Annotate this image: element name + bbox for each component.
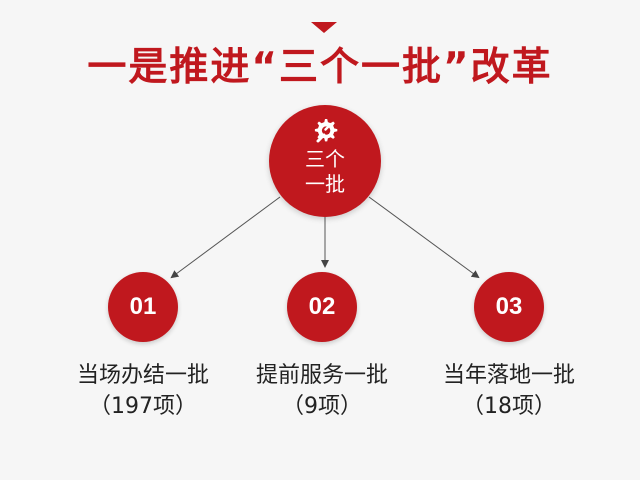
caption-03-label: 当年落地一批 — [442, 363, 575, 388]
connector-arrow-left — [170, 196, 281, 279]
page-title: 一是推进“三个一批”改革 — [87, 45, 553, 90]
caption-01-label: 当场办结一批 — [76, 363, 209, 388]
caption-02-count: （9项） — [282, 394, 362, 419]
node-02: 02 — [287, 272, 357, 342]
caption-03-count: （18项） — [462, 394, 556, 419]
node-03: 03 — [474, 272, 544, 342]
node-01: 01 — [108, 272, 178, 342]
center-node: 三个 一批 — [269, 105, 381, 217]
center-label: 三个 一批 — [305, 147, 345, 196]
caption-02-label: 提前服务一批 — [255, 363, 388, 388]
caption-01: 当场办结一批 （197项） — [43, 360, 243, 422]
top-triangle-marker — [311, 22, 337, 33]
caption-03: 当年落地一批 （18项） — [409, 360, 609, 422]
gear-wrench-icon — [314, 119, 338, 143]
connector-arrow-right — [368, 196, 480, 279]
caption-02: 提前服务一批 （9项） — [222, 360, 422, 422]
caption-01-count: （197项） — [89, 394, 197, 419]
